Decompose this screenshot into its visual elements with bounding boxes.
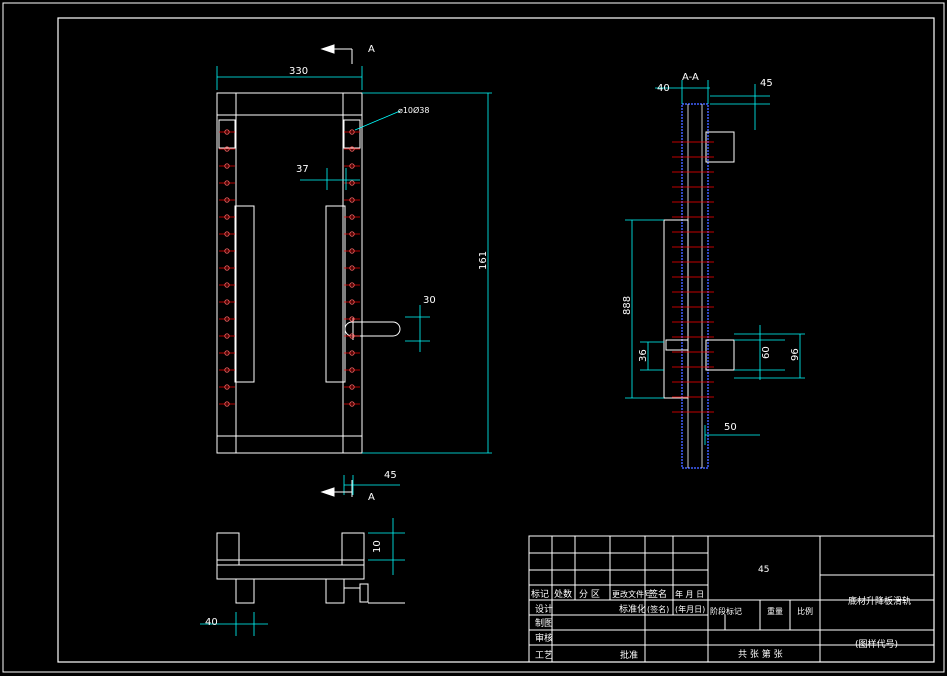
dim-section-bottom: 50 [724,422,737,433]
header-doc: 更改文件号 [612,589,652,599]
left-slot [234,205,255,383]
hole-column-left [219,129,235,407]
section-outline [681,103,709,469]
left-hole [224,180,230,186]
section-block-bottom [705,339,735,371]
dim-section-left: 40 [657,83,670,94]
left-hole [224,384,230,390]
left-hole [224,248,230,254]
row-process: 工艺 [535,650,553,661]
header-mark: 标记 [531,588,549,600]
part-name: 底材升降板滑轨 [848,595,911,607]
right-hole [349,146,355,152]
dim-section-block: 60 [761,346,772,359]
row-approve: 批准 [620,649,638,661]
right-hole [349,367,355,373]
front-view: 330 161 37 30 45 ⌀10Ø38 A A [216,44,492,503]
section-title: A-A [682,72,699,83]
left-hole [224,350,230,356]
dim-height: 161 [478,251,489,270]
dim-offset: 45 [384,470,397,481]
left-hole [224,299,230,305]
right-slot [325,205,346,383]
row-stage: 阶段标记 [710,606,742,616]
left-hole [224,367,230,373]
section-plate [663,219,689,399]
right-hole [349,231,355,237]
dim-section-long: 888 [622,296,633,315]
left-hole [224,265,230,271]
bottom-view: 40 10 [200,518,405,636]
right-hole [349,333,355,339]
hole-column-right [344,129,360,407]
dim-bottom-height: 10 [372,540,383,553]
front-outline [216,92,363,454]
right-hole [349,163,355,169]
left-hole [224,282,230,288]
section-mark-bottom: A [368,492,375,503]
left-hole [224,146,230,152]
row-weight: 重量 [767,606,783,616]
right-hole [349,214,355,220]
header-count: 处数 [554,588,572,600]
dim-bottom-left: 40 [205,617,218,628]
right-hole [349,197,355,203]
dim-slot: 37 [296,164,309,175]
left-hole [224,401,230,407]
left-hole [224,316,230,322]
right-hole [349,129,355,135]
header-zone: 分 区 [579,589,600,600]
section-hole-ticks [672,141,714,413]
bolt-handle [344,321,401,337]
drawing-code: (图样代号) [855,638,898,650]
dim-width: 330 [289,66,308,77]
row-check: 审核 [535,632,553,644]
section-mark-top: A [368,44,375,55]
top-left-bracket [218,119,236,149]
top-right-bracket [343,119,361,149]
section-block-top [705,131,735,163]
dim-section-small: 36 [638,349,649,362]
right-hole [349,384,355,390]
header-date: 年 月 日 [675,589,704,599]
dim-section-block-outer: 96 [790,348,801,361]
left-hole [224,197,230,203]
hole-callout: ⌀10Ø38 [398,105,429,115]
right-hole [349,299,355,305]
row-design: 设计 [535,603,553,615]
material: 45 [758,565,769,575]
right-hole [349,248,355,254]
left-hole [224,214,230,220]
left-hole [224,333,230,339]
row-sign2: (签名) [647,604,669,614]
row-draw: 制图 [535,617,553,629]
right-hole [349,180,355,186]
right-hole [349,401,355,407]
row-std: 标准化 [619,603,646,615]
left-hole [224,231,230,237]
row-sheets: 共 张 第 张 [738,648,783,660]
left-hole [224,129,230,135]
section-view: A-A 40 45 888 36 60 96 50 [622,72,805,469]
right-hole [349,316,355,322]
left-hole [224,163,230,169]
right-hole [349,350,355,356]
row-date2: (年月日) [675,604,705,614]
dim-section-top: 45 [760,78,773,89]
dim-bolt: 30 [423,295,436,306]
bottom-base [216,564,365,580]
right-hole [349,282,355,288]
right-hole [349,265,355,271]
row-scale: 比例 [797,606,813,616]
header-sign: 签名 [649,588,667,600]
title-block: 45 底材升降板滑轨 (图样代号) 标记 处数 分 区 更改文件号 签名 年 月… [528,535,935,663]
